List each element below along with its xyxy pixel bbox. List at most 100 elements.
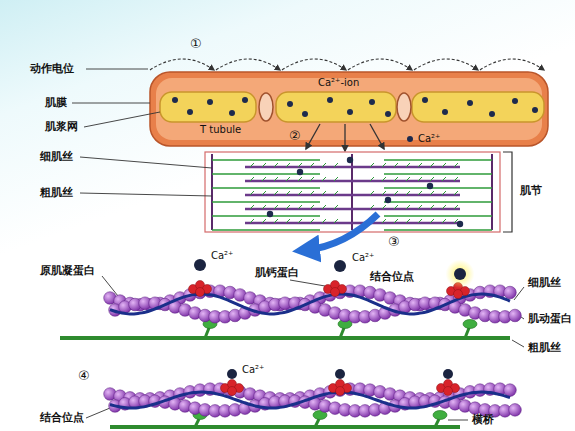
myofilaments [212, 154, 492, 230]
myosin-head [382, 191, 386, 195]
myosin-head [298, 205, 302, 209]
myosin-head [262, 163, 266, 167]
thin-filament [212, 201, 320, 203]
myosin-head [394, 163, 398, 167]
myosin-head [310, 205, 314, 209]
myosin-head [406, 205, 410, 209]
release-arrows [306, 124, 384, 151]
myosin-head [418, 219, 422, 223]
calcium-dot [369, 99, 375, 105]
z-line [491, 154, 493, 230]
calcium-dot [302, 111, 308, 117]
part-label: 肌膜 [45, 96, 67, 109]
part-label: 细肌丝 [40, 150, 73, 163]
myosin-head [394, 219, 398, 223]
part-label: 横桥 [472, 413, 494, 426]
myosin-head [406, 163, 410, 167]
myosin-head [406, 177, 410, 181]
calcium-dot [442, 109, 448, 115]
thin-filament [384, 173, 492, 175]
myosin-head [370, 177, 374, 181]
cross-bridge [205, 328, 209, 338]
myosin-head [334, 163, 338, 167]
myosin-head [298, 177, 302, 181]
calcium-ion [335, 369, 345, 379]
muscle-fibre [150, 72, 548, 146]
thick-filament [245, 194, 460, 197]
troponin [228, 387, 237, 396]
z-line [211, 154, 213, 230]
part-label: Ca²⁺ [211, 250, 233, 262]
zoom-arrow [306, 214, 378, 250]
thin-filament [384, 201, 492, 203]
thin-filament-relaxed [60, 259, 521, 338]
myosin-head [370, 205, 374, 209]
myosin-head [370, 163, 374, 167]
calcium-dot [327, 97, 333, 103]
myosin-head [442, 163, 446, 167]
sarcomere-bracket [503, 152, 512, 232]
cross-bridge [465, 328, 469, 338]
action-potential-arcs [150, 59, 544, 70]
calcium-dot [407, 136, 413, 142]
actin-bead [509, 309, 522, 322]
myosin-head [406, 219, 410, 223]
calcium-ion [227, 369, 237, 379]
part-label: 粗肌丝 [40, 186, 73, 199]
cross-bridge [435, 419, 439, 427]
myosin-head [322, 205, 326, 209]
myosin-head [322, 177, 326, 181]
myosin-head [442, 177, 446, 181]
myosin-head [433, 411, 447, 420]
myosin-head [286, 191, 290, 195]
myosin-head [334, 177, 338, 181]
calcium-dot [512, 98, 518, 104]
calcium-dot [422, 97, 428, 103]
actin-bead [504, 384, 517, 397]
thin-filament [212, 229, 320, 231]
troponin [331, 288, 340, 297]
calcium-dot [347, 109, 353, 115]
action-potential-arc [216, 59, 280, 70]
callout-number: ① [190, 36, 202, 52]
myosin-head [250, 163, 254, 167]
myosin-head [382, 219, 386, 223]
myosin-head [418, 191, 422, 195]
myosin-head [406, 191, 410, 195]
calcium-dot [267, 211, 273, 217]
calcium-dot [297, 169, 303, 175]
calcium-dot [187, 109, 193, 115]
myosin-head [382, 163, 386, 167]
part-label: Ca²⁺-ion [318, 77, 359, 89]
part-label: 肌动蛋白 [528, 312, 572, 325]
myosin-head [454, 163, 458, 167]
calcium-ion [334, 260, 346, 272]
thick-filament [245, 208, 460, 211]
action-potential-arc [414, 59, 478, 70]
myosin-head [274, 177, 278, 181]
myosin-head [310, 163, 314, 167]
callout-number: ② [289, 128, 301, 144]
part-label: 结合位点 [370, 270, 414, 283]
myosin-head [394, 177, 398, 181]
calcium-dot [457, 221, 463, 227]
calcium-dot [242, 97, 248, 103]
action-potential-arc [480, 59, 544, 70]
action-potential-arc [282, 59, 346, 70]
calcium-dot [532, 107, 538, 113]
calcium-ion [454, 268, 466, 280]
part-label: Ca²⁺ [352, 252, 374, 264]
thin-filament [384, 215, 492, 217]
thin-filament-active [104, 369, 522, 427]
part-label: 细肌丝 [528, 276, 561, 289]
part-label: 肌节 [520, 184, 542, 197]
cross-bridge [340, 328, 344, 338]
calcium-dot [385, 197, 391, 203]
myosin-head [286, 205, 290, 209]
part-label: 肌钙蛋白 [255, 266, 299, 279]
calcium-ion [443, 369, 453, 379]
myosin-head [322, 219, 326, 223]
myosin-head [250, 205, 254, 209]
t-tubule [259, 93, 411, 121]
myosin-head [274, 205, 278, 209]
